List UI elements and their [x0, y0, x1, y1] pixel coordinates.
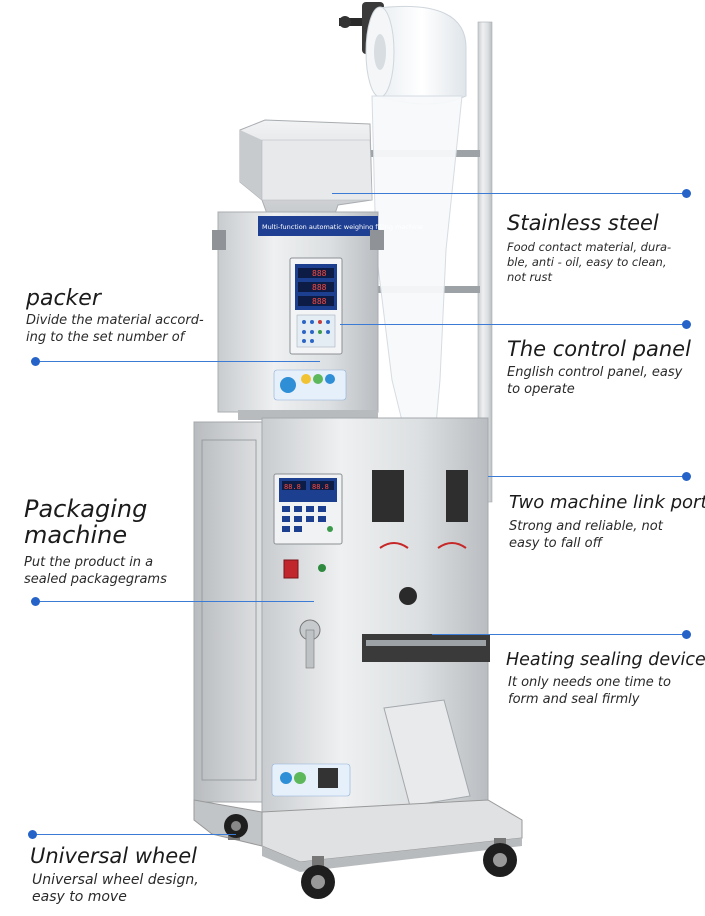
callout-title: Universal wheel: [30, 844, 197, 868]
callout-desc: English control panel, easy to operate: [507, 365, 683, 398]
callout-stainless-steel: Stainless steel Food contact material, d…: [507, 212, 671, 285]
universal-wheels: [224, 814, 517, 899]
callout-heating-sealing: Heating sealing device It only needs one…: [506, 651, 705, 708]
callout-desc: Put the product in a sealed packagegrams: [24, 555, 167, 587]
callout-title: The control panel: [507, 337, 691, 361]
leader-line-packaging-machine: [36, 601, 314, 602]
main-body: 88.8 88.8: [193, 417, 490, 815]
callout-packaging-machine: Packaging machine Put the product in a s…: [24, 496, 167, 588]
digit-display: 888: [312, 269, 327, 278]
film-roll: [339, 2, 467, 105]
base-platform: [193, 799, 523, 872]
marker-dot-packaging-machine: [31, 597, 40, 606]
digit-display: 888: [312, 283, 327, 292]
callout-desc: Food contact material, dura- ble, anti -…: [507, 240, 672, 285]
callout-packer: packer Divide the material accord- ing t…: [26, 287, 204, 346]
callout-universal-wheel: Universal wheel Universal wheel design, …: [30, 845, 199, 906]
hopper: [239, 119, 373, 223]
marker-dot-packer: [31, 357, 40, 366]
callout-title: Heating sealing device: [506, 650, 705, 670]
marker-dot-stainless-steel: [682, 189, 691, 198]
callout-link-port: Two machine link port Strong and reliabl…: [509, 492, 705, 552]
callout-desc: Divide the material accord- ing to the s…: [26, 313, 204, 346]
callout-control-panel: The control panel English control panel,…: [507, 338, 691, 398]
leader-line-control-panel: [340, 324, 686, 325]
marker-dot-control-panel: [682, 320, 691, 329]
marker-dot-heating-sealing: [682, 630, 691, 639]
marker-dot-link-port: [682, 472, 691, 481]
digit-display: 88.8: [312, 483, 329, 491]
digit-display: 888: [312, 297, 327, 306]
callout-title: Stainless steel: [507, 211, 659, 235]
callout-title: packer: [26, 286, 101, 311]
callout-desc: Strong and reliable, not easy to fall of…: [509, 518, 663, 551]
leader-line-link-port: [488, 476, 686, 477]
top-plate-text: Multi-function automatic weighing fillin…: [262, 223, 423, 231]
marker-dot-universal-wheel: [28, 830, 37, 839]
leader-line-universal-wheel: [36, 834, 236, 835]
digit-display: 88.8: [284, 483, 301, 491]
callout-title: Two machine link port: [509, 492, 705, 513]
leader-line-stainless-steel: [332, 193, 686, 194]
leader-line-heating-sealing: [432, 634, 686, 635]
weigher-box: Multi-function automatic weighing fillin…: [212, 211, 423, 420]
callout-title: Packaging machine: [24, 495, 148, 549]
callout-desc: It only needs one time to form and seal …: [508, 675, 671, 708]
leader-line-packer: [36, 361, 320, 362]
callout-desc: Universal wheel design, easy to move: [32, 872, 199, 906]
